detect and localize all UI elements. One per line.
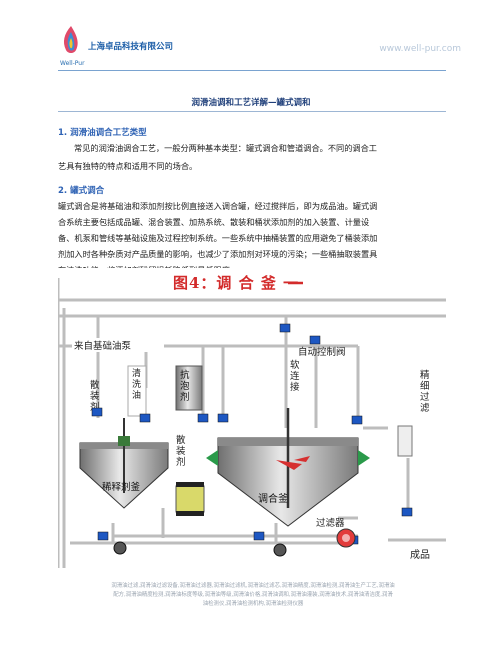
header-divider xyxy=(58,70,446,71)
pipe-network xyxy=(58,278,446,568)
section2-line: 罐式调合是将基础油和添加剂按比例直接送入调合罐，经过搅拌后，即为成品油。罐式调 xyxy=(58,201,378,211)
title-divider xyxy=(58,111,446,112)
section1-heading: 1. 润滑油调合工艺类型 xyxy=(58,128,147,138)
label-product: 成品 xyxy=(410,549,430,561)
label-cleaning-oil: 清洗油 xyxy=(132,367,141,401)
label-filter: 过滤器 xyxy=(316,517,345,529)
company-logo xyxy=(63,26,78,53)
valves xyxy=(91,323,413,545)
logo-caption: Well-Pur xyxy=(60,60,85,67)
label-bulk-additive-mid: 散装剂 xyxy=(176,434,186,468)
section1-line1: 常见的润滑油调合工艺，一般分两种基本类型：罐式调合和管道调合。不同的调合工 xyxy=(74,143,377,153)
section2-line: 备、机泵和管线等基础设施及过程控制系统。一些系统中抽桶装置的应用避免了桶装添加 xyxy=(58,233,378,243)
company-name: 上海卓品科技有限公司 xyxy=(88,42,174,52)
section2-heading: 2. 罐式调合 xyxy=(58,186,105,196)
website-url: www.well-pur.com xyxy=(379,44,461,54)
footer-line: 油检测仪,润滑油检测机构,润滑油检测仪器 xyxy=(202,601,304,607)
footer-keywords: 润滑油过滤,润滑油过滤设备,润滑油过滤器,润滑油过滤机,润滑油过滤芯,润滑油精度… xyxy=(60,582,446,609)
label-antifoam: 抗泡剂 xyxy=(180,369,190,403)
section2-line: 合系统主要包括成品罐、混合装置、加热系统、散装和桶状添加剂的加入装置、计量设 xyxy=(58,217,370,227)
label-dilution-tank: 稀释剂釜 xyxy=(102,481,141,493)
label-fine-filter: 精细过滤 xyxy=(420,369,430,414)
section1-line2: 艺具有独特的特点和适用不同的场合。 xyxy=(58,161,198,171)
figure-title: 图4：调 合 釜 一 xyxy=(173,274,299,292)
label-softener: 软连接 xyxy=(290,359,300,393)
footer-line: 配方,润滑油精度检测,润滑油标度等级,润滑油等级,润滑油价格,润滑油调和,润滑油… xyxy=(113,592,393,598)
section2-line: 剂加入时各种杂质对产品质量的影响，也减少了添加剂对环境的污染；一些桶抽取装置具 xyxy=(58,249,378,259)
label-auto-valve: 自动控制阀 xyxy=(298,346,346,358)
label-blend-tank: 调合釜 xyxy=(258,492,288,505)
label-base-oil-pump: 来自基础油泵 xyxy=(74,340,132,352)
process-diagram: 图4：调 合 釜 一 来自基础油泵 自动控制阀 清洗油 抗泡剂 散装剂 软 xyxy=(58,268,446,571)
footer-line: 润滑油过滤,润滑油过滤设备,润滑油过滤器,润滑油过滤机,润滑油过滤芯,润滑油精度… xyxy=(111,583,395,589)
page-title: 润滑油调和工艺详解—罐式调和 xyxy=(191,98,311,108)
label-bulk-additive-left: 散装剂 xyxy=(90,379,100,413)
